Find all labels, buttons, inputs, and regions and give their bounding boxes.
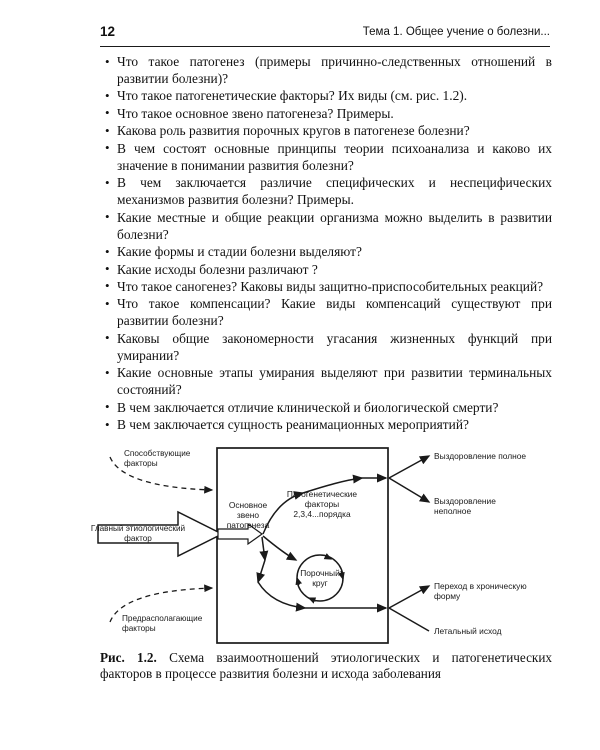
pathogenetic-factors-label-line3: 2,3,4...порядка [293,509,351,519]
list-item: • Что такое компенсации? Какие виды компе… [104,295,552,329]
list-item-text: Что такое патогенетические факторы? Их в… [117,88,468,104]
list-item: • Что такое саногенез? Каковы виды защитн… [104,278,552,295]
list-item-text: В чем заключается различие специфических… [117,175,552,208]
vicious-circle-label-line1: Порочный [300,568,340,578]
list-item: • Какие исходы болезни различают ? [104,261,552,278]
outcome-incomplete-recovery-label-line2: неполное [434,506,471,516]
list-item-text: Что такое компенсации? Какие виды компен… [117,296,552,329]
bullet-icon: • [105,364,110,380]
contributing-factors-label-line2: факторы [124,459,158,468]
bullet-icon: • [105,209,110,225]
branch-curve-lower-2 [256,559,266,584]
list-item-text: Каковы общие закономерности угасания жиз… [117,330,552,363]
outcome-chronic-arrow [388,585,431,609]
vicious-circle-arrowhead-left [295,576,303,586]
list-item: • В чем состоят основные принципы теории … [104,140,552,174]
figure-caption-label: Рис. 1.2. [100,650,157,665]
branch-curve-lower [259,536,269,562]
main-link-label-line3: патогенеза [227,520,270,530]
list-item: • Какие формы и стадии болезни выделяют? [104,243,552,260]
figure-caption-text: Схема взаимоотношений этиологических и п… [100,650,552,682]
list-item-text: В чем заключается отличие клинической и … [117,399,499,415]
list-item: • В чем заключается отличие клинической и… [104,399,552,416]
main-link-inner-arrow-shape [217,522,264,546]
bullet-icon: • [105,122,110,138]
vicious-circle-arrowhead-bottom [307,597,317,604]
page-number: 12 [100,24,116,39]
outcome-incomplete-recovery-label-line1: Выздоровление [434,496,496,506]
list-item: • Что такое патогенез (примеры причинно-с… [104,53,552,87]
question-list: • Что такое патогенез (примеры причинно-с… [104,53,552,434]
bullet-icon: • [105,243,110,259]
bullet-icon: • [105,87,110,103]
bullet-icon: • [105,330,110,346]
list-item-text: Какие формы и стадии болезни выделяют? [117,244,362,260]
pathogenetic-factors-label-line2: факторы [305,499,339,509]
branch-curve-upper-tail [302,474,364,494]
vicious-circle-label-line2: круг [312,578,327,588]
list-item-text: Что такое патогенез (примеры причинно-сл… [117,54,552,87]
main-etiological-factor-label-line1: Главный этиологический [91,524,185,533]
contributing-factors-label-line1: Способствующие [124,449,191,458]
list-item: • Что такое основное звено патогенеза? Пр… [104,105,552,122]
running-title: Тема 1. Общее учение о болезни... [362,26,550,38]
vicious-circle-arrowhead-top [323,553,333,560]
list-item-text: В чем состоят основные принципы теории п… [117,140,552,173]
outcome-full-recovery-arrow [388,455,431,479]
bullet-icon: • [105,53,110,69]
list-item-text: Какова роль развития порочных кругов в п… [117,123,470,139]
outcome-full-recovery-label: Выздоровление полное [434,451,526,461]
outcome-lethal-arrow [388,607,430,632]
bullet-icon: • [105,105,110,121]
outcome-incomplete-recovery-arrow [388,477,431,503]
list-item: • Что такое патогенетические факторы? Их … [104,87,552,104]
branch-curve-lower-3 [257,581,307,612]
branch-curve-upper [262,491,305,535]
list-item-text: Что такое саногенез? Каковы виды защитно… [117,278,544,294]
list-item: • Какие местные и общие реакции организма… [104,209,552,243]
predisposing-factors-label-line2: факторы [122,624,156,633]
bullet-icon: • [105,174,110,190]
outcome-lethal-label: Летальный исход [434,626,502,636]
bullet-icon: • [105,278,110,294]
bullet-icon: • [105,399,110,415]
running-head: 12 Тема 1. Общее учение о болезни... [100,24,550,47]
predisposing-factors-dashed-arrow [109,584,214,623]
figure-caption: Рис. 1.2. Схема взаимоотношений этиологи… [100,650,552,683]
list-item: • Какова роль развития порочных кругов в … [104,122,552,139]
list-item: • Какие основные этапы умирания выделяют … [104,364,552,398]
bullet-icon: • [105,261,110,276]
outcome-chronic-label-line2: форму [434,591,461,601]
list-item-text: Что такое основное звено патогенеза? При… [117,105,394,121]
bullet-icon: • [105,295,110,311]
list-item-text: В чем заключается сущность реанимационны… [117,417,469,433]
main-link-label-line1: Основное [229,500,268,510]
figure-1-2-diagram: Главный этиологический фактор Способству… [0,430,600,655]
branch-curve-to-vicious-circle [262,535,298,561]
main-etiological-factor-label-line2: фактор [124,534,152,543]
list-item-text: Какие исходы болезни различают ? [117,261,318,277]
bullet-icon: • [105,140,110,156]
list-item: • В чем заключается сущность реанимационн… [104,416,552,433]
list-item-text: Какие местные и общие реакции организма … [117,209,552,242]
bullet-icon: • [105,416,110,432]
main-etiological-factor-arrow-shape [97,510,224,558]
predisposing-factors-label-line1: Предрасполагающие [122,614,203,623]
vicious-circle-arrowhead-right [338,570,345,581]
contributing-factors-dashed-arrow [109,456,214,494]
outcome-chronic-label-line1: Переход в хроническую [434,581,527,591]
pathogenetic-factors-label-line1: Патогенетические [287,489,357,499]
list-item-text: Какие основные этапы умирания выделяют п… [117,365,552,398]
list-item: • В чем заключается различие специфически… [104,174,552,208]
main-link-label-line2: звено [237,510,259,520]
list-item: • Каковы общие закономерности угасания жи… [104,330,552,364]
